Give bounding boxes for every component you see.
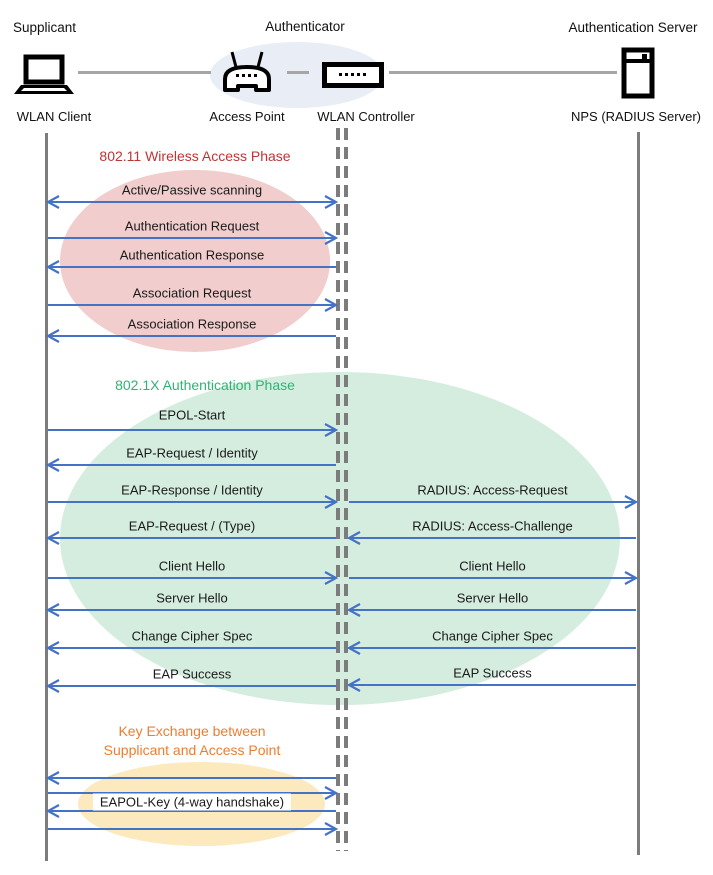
wlan-controller-icon xyxy=(322,62,384,88)
lifeline-authenticator-left xyxy=(336,128,340,851)
role-authentication-server: Authentication Server xyxy=(568,20,698,35)
connector-controller-server xyxy=(389,71,617,74)
connector-ap-controller xyxy=(287,71,309,74)
device-access-point: Access Point xyxy=(209,109,285,124)
role-authenticator: Authenticator xyxy=(265,19,345,34)
lifeline-authenticator-right xyxy=(344,128,348,851)
device-wlan-client: WLAN Client xyxy=(16,109,92,124)
connector-client-ap xyxy=(78,71,211,74)
role-supplicant: Supplicant xyxy=(13,20,77,35)
lifeline-supplicant xyxy=(45,133,48,861)
device-nps-radius-server: NPS (RADIUS Server) xyxy=(570,109,702,124)
lifeline-authentication-server xyxy=(637,132,640,855)
device-wlan-controller: WLAN Controller xyxy=(317,109,415,124)
access-point-icon xyxy=(223,51,271,92)
laptop-icon xyxy=(14,54,74,94)
server-icon xyxy=(621,47,655,99)
